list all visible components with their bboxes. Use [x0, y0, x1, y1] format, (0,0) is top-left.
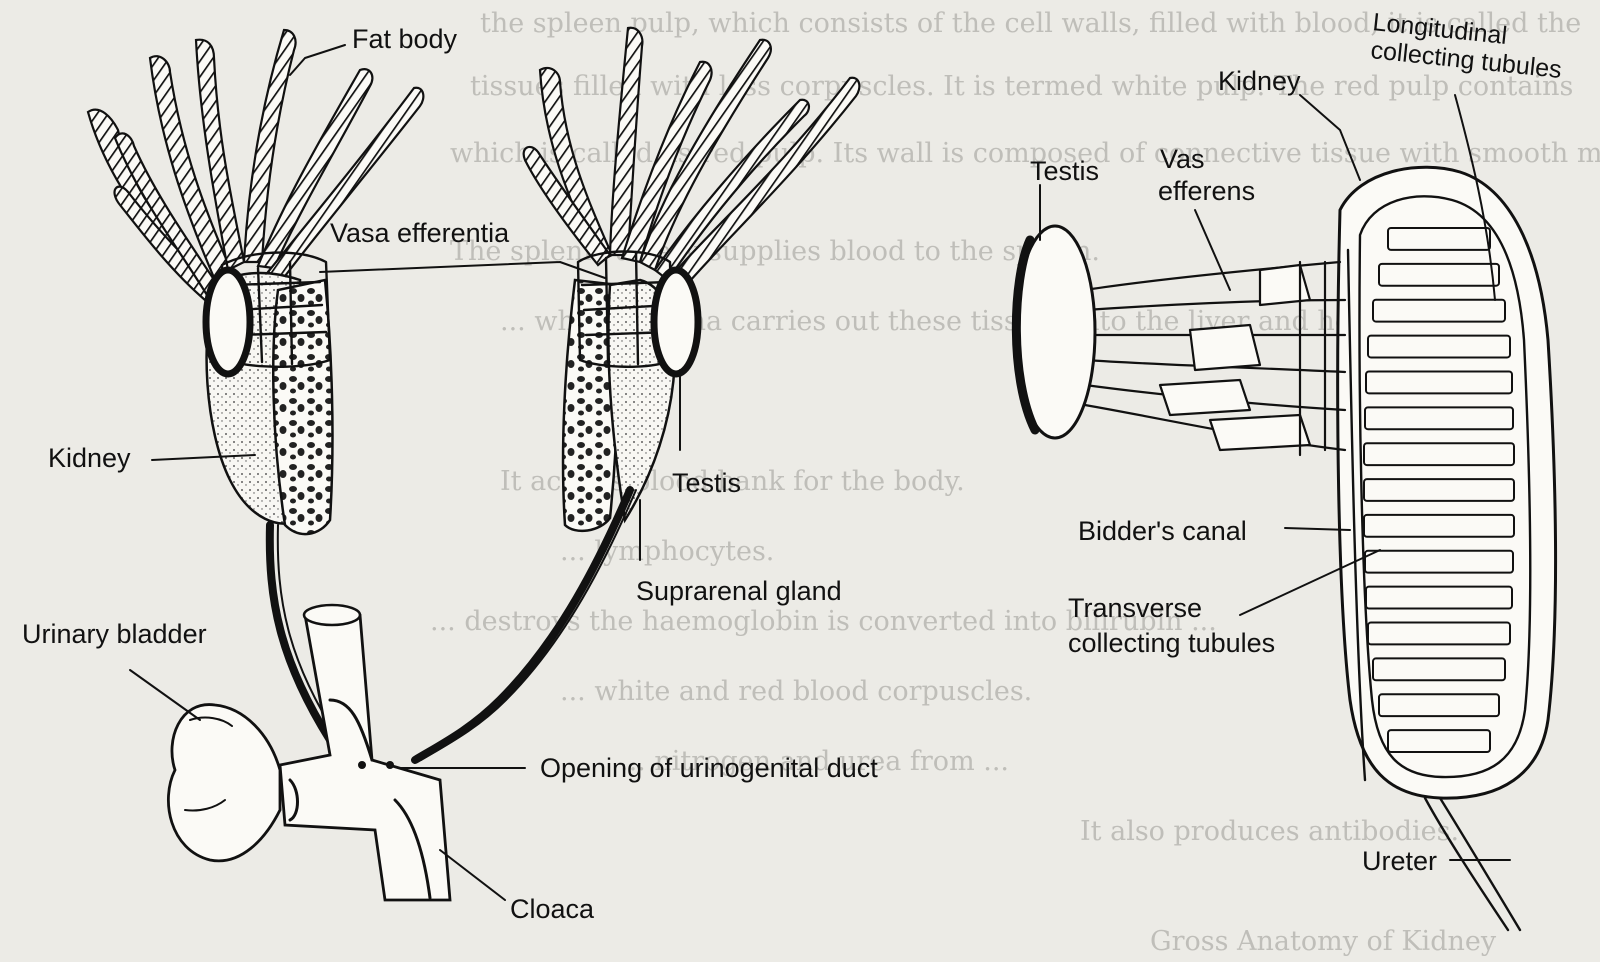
label-suprarenal-gland: Suprarenal gland — [636, 576, 842, 606]
transverse-tubule — [1368, 623, 1510, 645]
label-transverse: Transverse — [1068, 593, 1202, 623]
transverse-tubule — [1364, 515, 1514, 537]
transverse-tubule — [1379, 694, 1499, 716]
label-opening-urinogenital-duct: Opening of urinogenital duct — [540, 753, 878, 783]
label-efferens: efferens — [1158, 176, 1255, 206]
transverse-tubule — [1364, 443, 1514, 465]
transverse-tubule — [1365, 407, 1513, 429]
right-figure — [1015, 95, 1556, 930]
transverse-collecting-tubules-rows — [1364, 228, 1514, 752]
transverse-tubule — [1388, 730, 1490, 752]
label-vas: Vas — [1160, 144, 1205, 174]
label-testis-middle: Testis — [672, 468, 741, 498]
transverse-tubule — [1368, 336, 1510, 358]
testis-middle-organ — [654, 270, 698, 374]
transverse-tubule — [1379, 264, 1499, 286]
bleed-line-9: ... white and red blood corpuscles. — [560, 676, 1032, 707]
fat-body-left — [88, 30, 423, 300]
urinary-bladder-organ — [168, 705, 280, 861]
vas-efferens-bundle — [1085, 262, 1345, 455]
suprarenal-left — [273, 280, 332, 534]
testis-left-organ — [206, 270, 250, 374]
transverse-tubule — [1366, 371, 1512, 393]
transverse-tubule — [1373, 300, 1505, 322]
bleed-line-12: Gross Anatomy of Kidney — [1150, 926, 1497, 957]
label-testis-right: Testis — [1030, 156, 1099, 186]
label-collecting-tubules-transverse: collecting tubules — [1068, 628, 1275, 658]
transverse-tubule — [1365, 551, 1513, 573]
label-fat-body: Fat body — [352, 24, 458, 54]
ureter-line — [1440, 798, 1520, 930]
transverse-tubule — [1388, 228, 1490, 250]
label-cloaca: Cloaca — [510, 894, 595, 924]
label-kidney-left: Kidney — [48, 443, 131, 473]
label-vasa-efferentia: Vasa efferentia — [330, 218, 510, 248]
label-urinary-bladder: Urinary bladder — [22, 619, 207, 649]
transverse-tubule — [1366, 587, 1512, 609]
label-kidney-right: Kidney — [1218, 66, 1301, 96]
label-ureter: Ureter — [1362, 846, 1437, 876]
label-bidders-canal: Bidder's canal — [1078, 516, 1247, 546]
transverse-tubule — [1364, 479, 1514, 501]
bleed-line-11: It also produces antibodies. — [1080, 816, 1459, 847]
transverse-tubule — [1373, 658, 1505, 680]
